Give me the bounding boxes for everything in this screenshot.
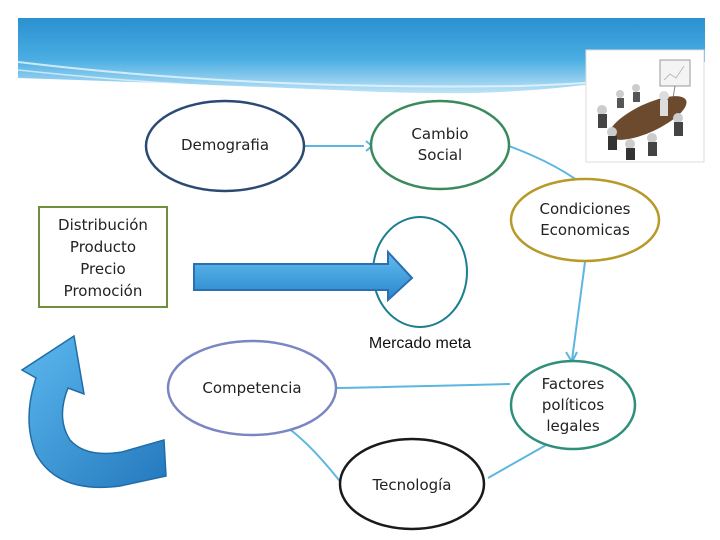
node-condiciones-ellipse [509, 177, 661, 263]
node-competencia: Competencia [168, 378, 336, 399]
node-cambio-social-ellipse [369, 99, 511, 191]
node-condiciones: Condiciones Economicas [511, 199, 659, 241]
cambio-label-line2: Social [417, 146, 463, 164]
mix-distribucion: Distribución [58, 216, 148, 234]
factores-label-line1: Factores [541, 375, 605, 393]
factores-label-line2: políticos [541, 396, 605, 414]
condiciones-label-line1: Condiciones [539, 200, 631, 218]
mix-precio: Precio [80, 260, 126, 278]
right-arrow-icon [193, 249, 414, 303]
tecnologia-label: Tecnología [372, 476, 452, 494]
marketing-mix-box: Distribución Producto Precio Promoción [39, 214, 167, 302]
meeting-room-illustration [585, 49, 705, 163]
node-tecnologia-ellipse [338, 437, 486, 531]
condiciones-label-line2: Economicas [540, 221, 630, 239]
node-cambio-social: Cambio Social [372, 124, 508, 166]
node-demografia: Demografia [146, 135, 304, 156]
node-mercado-meta: Mercado meta [343, 333, 497, 354]
node-factores-ellipse [509, 359, 637, 451]
node-competencia-ellipse [166, 339, 338, 437]
factores-label-line3: legales [546, 417, 600, 435]
cambio-label-line1: Cambio [411, 125, 469, 143]
mercado-meta-label: Mercado meta [368, 335, 472, 352]
competencia-label: Competencia [202, 379, 302, 397]
mix-promocion: Promoción [63, 282, 143, 300]
demografia-label: Demografia [180, 136, 270, 154]
node-demografia-ellipse [144, 99, 306, 193]
node-factores: Factores políticos legales [511, 374, 635, 437]
mix-box-frame [38, 206, 168, 308]
mix-producto: Producto [69, 238, 137, 256]
curved-return-arrow-icon [20, 334, 167, 489]
node-tecnologia: Tecnología [340, 475, 484, 496]
